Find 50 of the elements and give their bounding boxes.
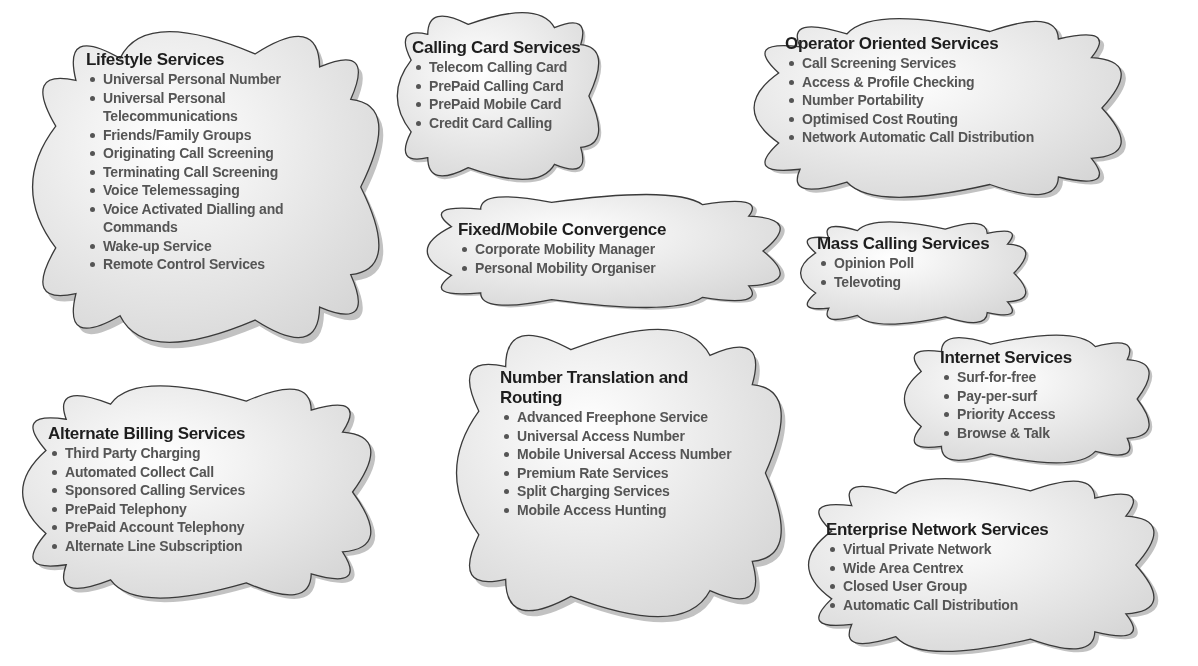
cloud-heading: Fixed/Mobile Convergence [458, 220, 668, 240]
list-item-text: Closed User Group [843, 577, 968, 596]
list-item-text: Access & Profile Checking [802, 72, 975, 91]
list-item-text: PrePaid Calling Card [429, 76, 564, 95]
cloud-heading: Operator Oriented Services [785, 34, 1000, 54]
list-item-text: Alternate Line Subscription [65, 536, 243, 555]
list-item-text: Split Charging Services [517, 482, 670, 501]
cloud-heading: Alternate Billing Services [48, 424, 247, 444]
list-item-text: Universal Personal Number [103, 70, 281, 89]
cloud-heading: Mass Calling Services [817, 234, 991, 254]
list-item-text: Optimised Cost Routing [802, 109, 958, 128]
list-item-text: Pay-per-surf [957, 386, 1038, 405]
list-item-text: Premium Rate Services [517, 463, 669, 482]
list-item-text: Universal Personal Telecommunications [103, 88, 239, 126]
cloud-heading: Lifestyle Services [86, 50, 226, 70]
list-item-text: Opinion Poll [834, 254, 915, 273]
list-item-text: PrePaid Account Telephony [65, 518, 245, 537]
list-item-text: Advanced Freephone Service [517, 408, 708, 427]
list-item-text: Third Party Charging [65, 444, 201, 463]
list-item-text: Universal Access Number [517, 426, 685, 445]
list-item-text: Friends/Family Groups [103, 125, 252, 144]
list-item-text: Personal Mobility Organiser [475, 258, 656, 277]
list-item-text: Corporate Mobility Manager [475, 240, 655, 259]
list-item-text: Priority Access [957, 405, 1056, 424]
list-item-text: Mobile Access Hunting [517, 500, 667, 519]
list-item-text: Automatic Call Distribution [843, 595, 1019, 614]
list-item-text: Telecom Calling Card [429, 58, 568, 77]
list-item-text: Voice Activated Dialling and Commands [103, 199, 285, 237]
list-item-text: Virtual Private Network [843, 540, 992, 559]
list-item-text: Televoting [834, 272, 901, 291]
list-item-text: Remote Control Services [103, 255, 265, 274]
list-item-text: Wake-up Service [103, 236, 212, 255]
list-item-text: Browse & Talk [957, 423, 1050, 442]
list-item-text: Voice Telemessaging [103, 181, 240, 200]
cloud-heading: Number Translation and Routing [500, 368, 689, 408]
list-item-text: Wide Area Centrex [843, 558, 964, 577]
list-item-text: Number Portability [802, 91, 924, 110]
list-item-text: Credit Card Calling [429, 113, 552, 132]
list-item-text: PrePaid Mobile Card [429, 95, 562, 114]
list-item-text: Mobile Universal Access Number [517, 445, 732, 464]
list-item-text: Call Screening Services [802, 54, 957, 73]
list-item-text: Automated Collect Call [65, 462, 214, 481]
cloud-heading: Calling Card Services [412, 38, 582, 58]
cloud-heading: Internet Services [940, 348, 1073, 368]
list-item-text: Surf-for-free [957, 368, 1037, 387]
list-item-text: Originating Call Screening [103, 144, 274, 163]
list-item-text: Terminating Call Screening [103, 162, 279, 181]
list-item-text: PrePaid Telephony [65, 499, 187, 518]
list-item-text: Network Automatic Call Distribution [802, 128, 1035, 147]
list-item-text: Sponsored Calling Services [65, 481, 245, 500]
